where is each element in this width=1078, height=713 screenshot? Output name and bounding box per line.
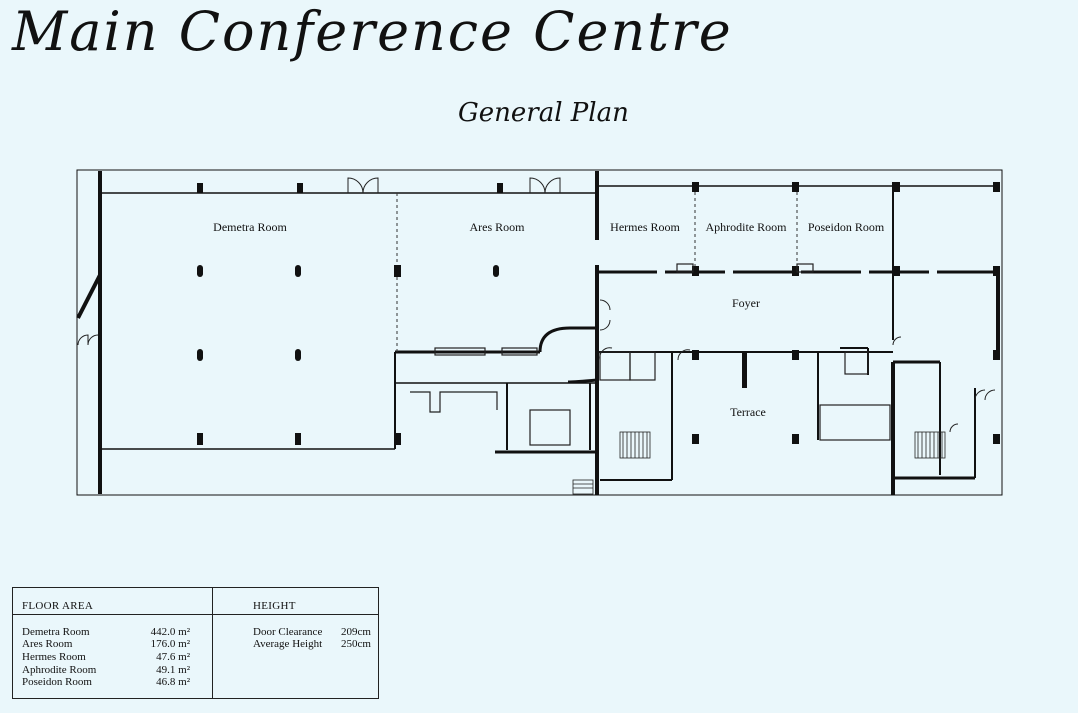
floor-area-room-name: Hermes Room — [22, 651, 86, 663]
floor-area-row: Ares Room 176.0 m² — [22, 638, 190, 650]
label-terrace: Terrace — [730, 405, 766, 419]
floor-area-room-name: Demetra Room — [22, 626, 90, 638]
doors — [77, 177, 996, 433]
floor-area-room-name: Aphrodite Room — [22, 664, 97, 676]
floor-area-room-name: Ares Room — [22, 638, 73, 650]
floor-area-row: Hermes Room 47.6 m² — [22, 651, 190, 663]
legend-divider — [212, 588, 213, 698]
page-subtitle: General Plan — [458, 98, 629, 128]
label-aphrodite-room: Aphrodite Room — [706, 220, 788, 234]
legend-header-rule — [13, 614, 378, 615]
height-row: Average Height 250cm — [253, 638, 371, 650]
height-value: 209cm — [341, 626, 371, 638]
columns — [197, 182, 1000, 445]
label-foyer: Foyer — [732, 296, 760, 310]
height-heading: HEIGHT — [253, 600, 296, 612]
floor-area-room-name: Poseidon Room — [22, 676, 92, 688]
stairs — [572, 431, 946, 495]
floor-area-value: 442.0 m² — [150, 626, 190, 638]
height-label: Average Height — [253, 638, 323, 650]
floor-area-value: 176.0 m² — [150, 638, 190, 650]
floor-area-value: 49.1 m² — [156, 664, 190, 676]
floor-area-heading: FLOOR AREA — [22, 600, 94, 612]
height-row: Door Clearance 209cm — [253, 626, 371, 638]
plan-outline — [76, 169, 1003, 496]
floor-area-value: 46.8 m² — [156, 676, 190, 688]
label-ares-room: Ares Room — [470, 220, 526, 234]
floor-area-value: 47.6 m² — [156, 651, 190, 663]
label-poseidon-room: Poseidon Room — [808, 220, 885, 234]
floor-area-row: Poseidon Room 46.8 m² — [22, 676, 190, 688]
service-rooms — [410, 263, 891, 446]
page-title: Main Conference Centre — [12, 0, 733, 63]
height-value: 250cm — [341, 638, 371, 650]
floor-area-row: Demetra Room 442.0 m² — [22, 626, 190, 638]
label-hermes-room: Hermes Room — [610, 220, 680, 234]
floor-area-row: Aphrodite Room 49.1 m² — [22, 664, 190, 676]
height-label: Door Clearance — [253, 626, 323, 638]
plan-legend: FLOOR AREA HEIGHT Demetra Room 442.0 m² … — [12, 587, 379, 699]
label-demetra-room: Demetra Room — [213, 220, 287, 234]
